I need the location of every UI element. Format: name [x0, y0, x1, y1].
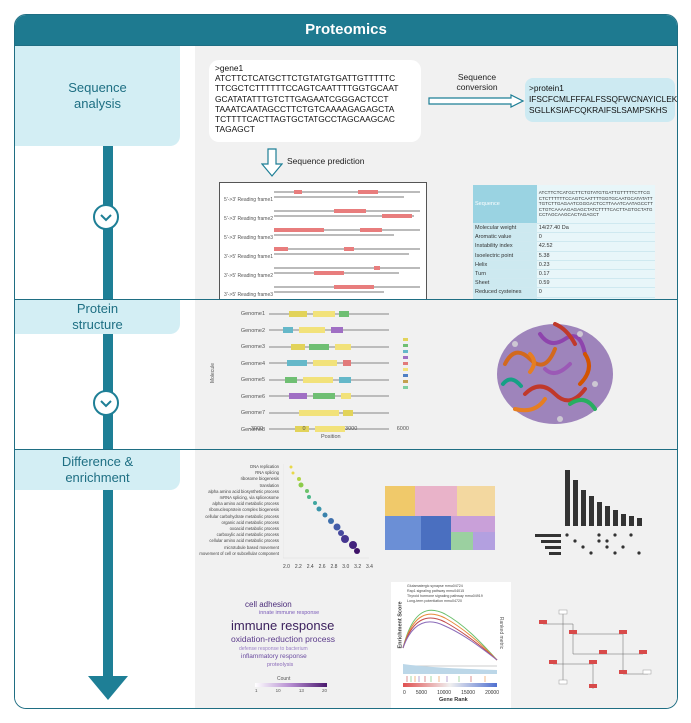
flow-rail	[103, 450, 113, 684]
prediction-label: Sequence prediction	[287, 156, 365, 166]
protein-3d-structure-image	[497, 322, 613, 424]
difference-enrichment-label: Difference &enrichment	[15, 450, 180, 490]
gene-sequence-text: >gene1 ATCTTCTCATGCTTCTGTATGTGATTGTTTTTC…	[215, 63, 399, 135]
protein-sequence-text: >protein1 IFSCFCMLFFFALFSSQFWCNAYICLEK S…	[529, 83, 678, 115]
reading-frame-labels: 5'->3' Reading frame1 5'->3' Reading fra…	[224, 197, 274, 298]
gsea-y2label: Ranked metric	[498, 616, 505, 650]
go-treemap	[385, 486, 495, 550]
genome-tracks	[269, 311, 408, 432]
genome-xlabel: Position	[321, 434, 341, 440]
sequence-content: >gene1 ATCTTCTCATGCTTCTGTATGTGATTGTTTTTC…	[195, 46, 677, 312]
upset-plot	[535, 470, 642, 555]
page-title: Proteomics	[15, 15, 677, 45]
arrow-down-icon	[88, 676, 128, 700]
left-rail-panel: Difference &enrichment	[15, 450, 195, 708]
conversion-arrow-icon	[428, 94, 525, 108]
chevron-down-icon	[93, 390, 119, 416]
gene-sequence-box: >gene1 ATCTTCTCATGCTTCTGTATGTGATTGTTTTTC…	[209, 60, 421, 142]
protein-sequence-box: >protein1 IFSCFCMLFFFALFSSQFWCNAYICLEK S…	[525, 78, 678, 122]
kegg-pathway-diagram	[539, 609, 652, 689]
wordcloud-color-scale	[255, 683, 327, 687]
wordcloud-legend-title: Count	[277, 676, 291, 682]
reading-frame-panel: 5'->3' Reading frame1 5'->3' Reading fra…	[219, 182, 427, 300]
gsea-xlabel: Gene Rank	[439, 697, 468, 703]
reading-frame-sequences	[274, 190, 420, 293]
prediction-arrow-icon	[261, 148, 283, 177]
flow-rail	[103, 300, 113, 450]
go-dots	[283, 464, 369, 559]
word-cloud: cell adhesion innate immune response imm…	[231, 600, 335, 693]
genome-ylabel: Molecule	[210, 362, 217, 384]
chevron-down-icon	[93, 204, 119, 230]
gsea-curves	[402, 609, 498, 687]
